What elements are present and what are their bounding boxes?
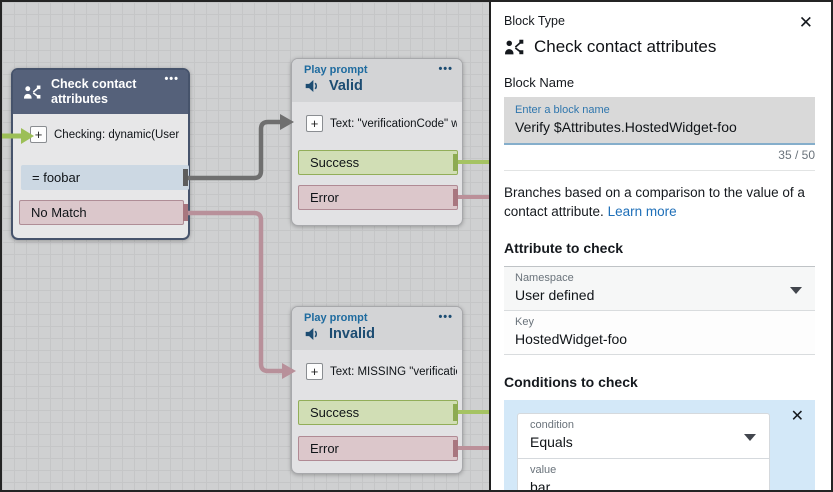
- key-input[interactable]: Key HostedWidget-foo: [504, 311, 815, 356]
- speaker-icon: [305, 328, 318, 340]
- namespace-value: User defined: [515, 287, 595, 304]
- conditions-section-title: Conditions to check: [504, 374, 638, 391]
- person-branch-icon: [505, 39, 524, 54]
- block-type-label: Play prompt: [304, 64, 368, 76]
- block-title: Valid: [329, 78, 363, 94]
- block-description: Branches based on a comparison to the va…: [504, 184, 815, 221]
- check-summary-text: Checking: dynamic(User d...: [54, 128, 182, 141]
- block-title: Check contact attributes: [51, 76, 137, 106]
- check-contact-attributes-block[interactable]: Check contact attributes ••• + Checking:…: [11, 68, 190, 240]
- value-label: value: [530, 464, 557, 477]
- section-divider: [504, 170, 815, 171]
- condition-value: Equals: [530, 434, 573, 451]
- block-name-placeholder: Enter a block name: [515, 104, 610, 116]
- check-summary-row[interactable]: + Checking: dynamic(User d...: [30, 126, 182, 143]
- invalid-summary-text: Text: MISSING "verification...: [330, 365, 457, 378]
- char-count: 35 / 50: [778, 148, 815, 162]
- attribute-section-title: Attribute to check: [504, 240, 624, 257]
- block-type-label: Block Type: [504, 14, 565, 28]
- expand-plus-icon[interactable]: +: [306, 115, 323, 132]
- block-name-input[interactable]: Enter a block name Verify $Attributes.Ho…: [504, 97, 815, 145]
- valid-block-header: Play prompt ••• Valid: [292, 59, 462, 102]
- speaker-icon: [305, 80, 318, 92]
- wire-nomatch-to-invalid[interactable]: [183, 204, 296, 379]
- play-prompt-invalid-block[interactable]: Play prompt ••• Invalid + Text: MISSING …: [291, 306, 463, 474]
- branch-row-success[interactable]: Success: [298, 150, 458, 175]
- key-value: HostedWidget-foo: [515, 331, 628, 348]
- panel-title: Check contact attributes: [534, 37, 717, 56]
- namespace-label: Namespace: [515, 272, 574, 285]
- remove-condition-button[interactable]: ✕: [790, 408, 804, 426]
- expand-plus-icon[interactable]: +: [306, 363, 323, 380]
- branch-row-success[interactable]: Success: [298, 400, 458, 425]
- block-title: Invalid: [329, 326, 375, 342]
- block-menu-button[interactable]: •••: [438, 63, 453, 75]
- namespace-select[interactable]: Namespace User defined: [504, 267, 815, 312]
- condition-label: condition: [530, 419, 575, 432]
- description-text: Branches based on a comparison to the va…: [504, 185, 805, 219]
- expand-plus-icon[interactable]: +: [30, 126, 47, 143]
- valid-summary-row[interactable]: + Text: "verificationCode" w...: [306, 115, 457, 132]
- branch-row-foobar[interactable]: = foobar: [21, 165, 189, 190]
- block-name-label: Block Name: [504, 75, 575, 90]
- condition-select[interactable]: condition Equals: [518, 414, 769, 460]
- value-input[interactable]: value bar: [518, 459, 769, 490]
- invalid-summary-row[interactable]: + Text: MISSING "verification...: [306, 363, 457, 380]
- learn-more-link[interactable]: Learn more: [607, 203, 677, 219]
- wire-foobar-to-valid[interactable]: [183, 114, 294, 186]
- person-branch-icon: [24, 85, 41, 99]
- flow-canvas[interactable]: Check contact attributes ••• + Checking:…: [2, 2, 491, 490]
- condition-card: condition Equals value bar: [517, 413, 770, 490]
- caret-down-icon: [790, 286, 802, 294]
- branch-row-no-match[interactable]: No Match: [19, 200, 184, 225]
- check-block-header: Check contact attributes •••: [13, 70, 188, 114]
- block-properties-panel: Block Type ✕ Check contact attributes Bl…: [489, 2, 831, 490]
- block-type-label: Play prompt: [304, 312, 368, 324]
- condition-card-container: ✕ condition Equals value bar: [504, 400, 815, 490]
- branch-row-error[interactable]: Error: [298, 185, 458, 210]
- play-prompt-valid-block[interactable]: Play prompt ••• Valid + Text: "verificat…: [291, 58, 463, 226]
- valid-summary-text: Text: "verificationCode" w...: [330, 117, 457, 130]
- branch-row-error[interactable]: Error: [298, 436, 458, 461]
- invalid-block-header: Play prompt ••• Invalid: [292, 307, 462, 350]
- close-panel-button[interactable]: ✕: [798, 13, 813, 32]
- caret-down-icon: [744, 434, 756, 442]
- value-value: bar: [530, 479, 551, 490]
- block-menu-button[interactable]: •••: [164, 73, 179, 85]
- block-menu-button[interactable]: •••: [438, 311, 453, 323]
- attribute-field-group: Namespace User defined Key HostedWidget-…: [504, 266, 815, 356]
- block-name-value: Verify $Attributes.HostedWidget-foo: [515, 119, 737, 135]
- key-label: Key: [515, 316, 534, 329]
